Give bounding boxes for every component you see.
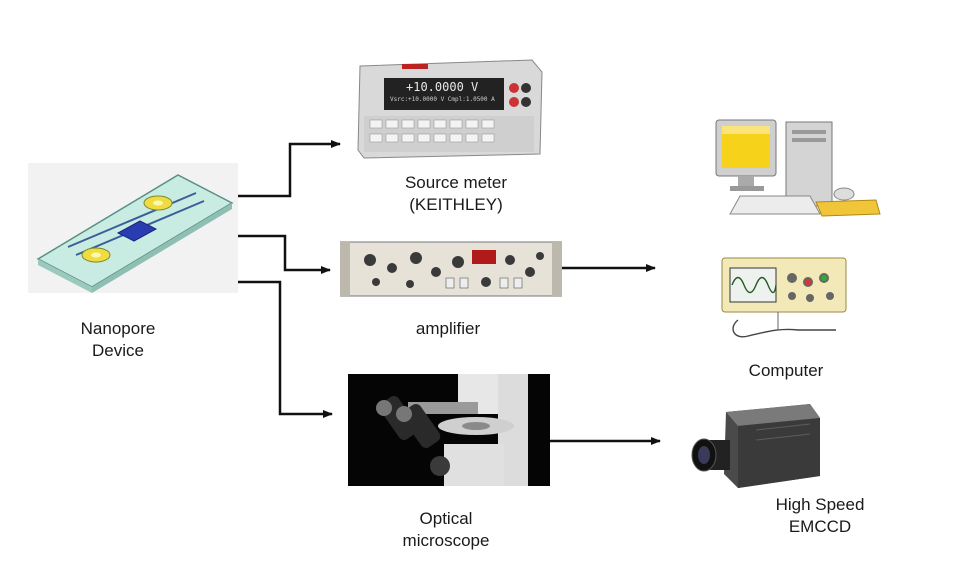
source-meter-subdisplay: Vsrc:+10.0000 V Cmpl:1.0500 A bbox=[390, 96, 495, 103]
nanopore-label: Nanopore Device bbox=[80, 319, 156, 360]
computer-label: Computer bbox=[748, 361, 824, 380]
source-meter-label: Source meter (KEITHLEY) bbox=[404, 173, 508, 214]
optical-microscope-image bbox=[348, 374, 550, 486]
emccd-label: High Speed EMCCD bbox=[775, 495, 865, 536]
edge-nanopore-microscope bbox=[237, 280, 333, 418]
edge-nanopore-amplifier bbox=[237, 234, 331, 274]
nanopore-device-image bbox=[28, 163, 238, 293]
microscope-label: Optical microscope bbox=[402, 509, 490, 550]
emccd-camera-image bbox=[691, 404, 820, 488]
oscilloscope-image bbox=[718, 248, 854, 344]
source-meter-display: +10.0000 V bbox=[406, 80, 479, 94]
amplifier-image bbox=[340, 241, 562, 297]
source-meter-image: +10.0000 V Vsrc:+10.0000 V Cmpl:1.0500 A bbox=[354, 58, 544, 160]
computer-image bbox=[715, 119, 881, 217]
amplifier-label: amplifier bbox=[415, 319, 481, 338]
edge-nanopore-source-meter bbox=[237, 140, 341, 198]
